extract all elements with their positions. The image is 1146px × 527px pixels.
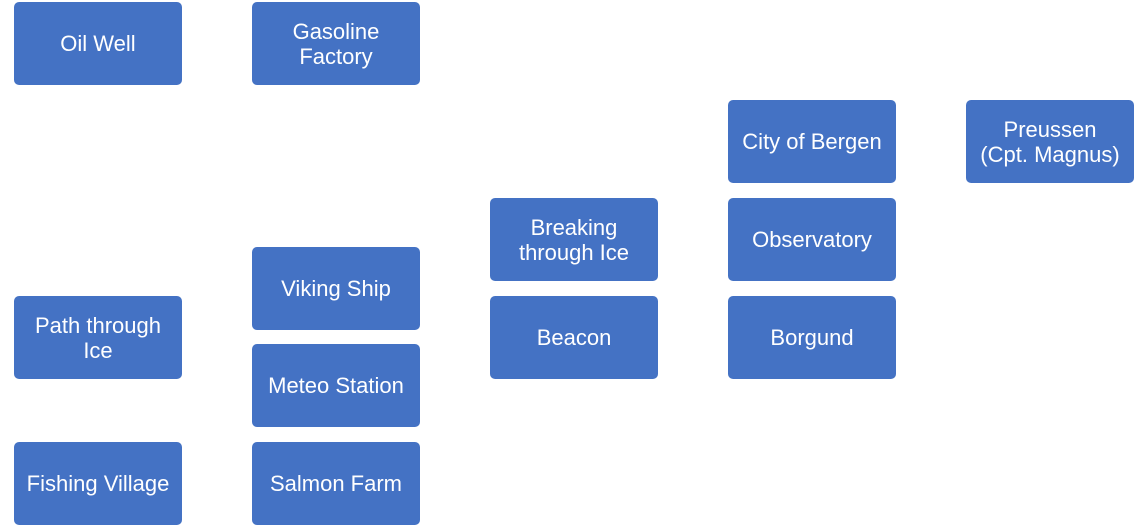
node-meteo-station: Meteo Station bbox=[252, 344, 420, 427]
node-oil-well: Oil Well bbox=[14, 2, 182, 85]
node-beacon: Beacon bbox=[490, 296, 658, 379]
node-preussen: Preussen (Cpt. Magnus) bbox=[966, 100, 1134, 183]
node-viking-ship: Viking Ship bbox=[252, 247, 420, 330]
node-city-of-bergen: City of Bergen bbox=[728, 100, 896, 183]
node-borgund: Borgund bbox=[728, 296, 896, 379]
node-salmon-farm: Salmon Farm bbox=[252, 442, 420, 525]
node-gasoline-factory: Gasoline Factory bbox=[252, 2, 420, 85]
node-fishing-village: Fishing Village bbox=[14, 442, 182, 525]
node-breaking-through-ice: Breaking through Ice bbox=[490, 198, 658, 281]
node-path-through-ice: Path through Ice bbox=[14, 296, 182, 379]
node-observatory: Observatory bbox=[728, 198, 896, 281]
